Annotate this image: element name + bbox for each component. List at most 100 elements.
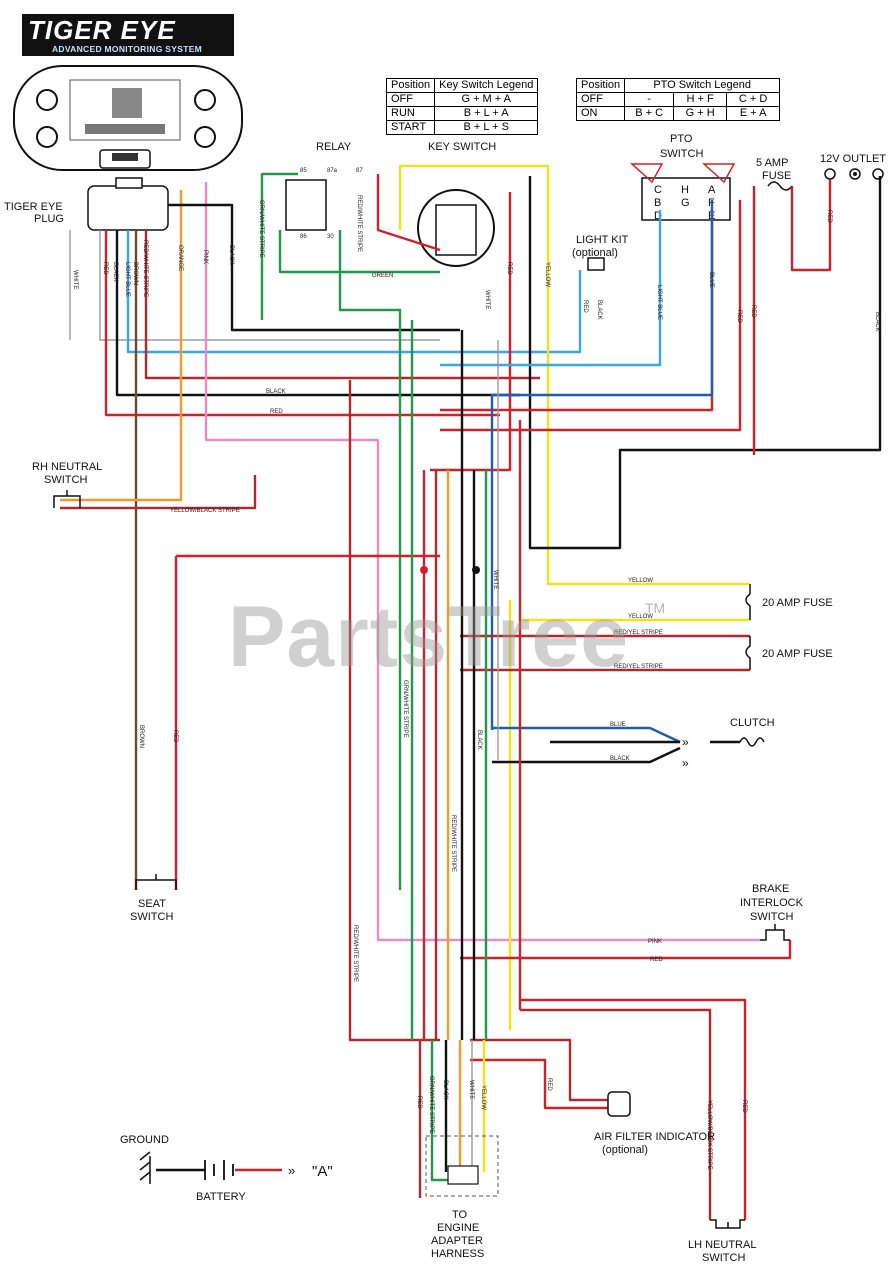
key-legend-cell: START [385, 120, 436, 135]
watermark-tm: TM [645, 600, 666, 616]
pto-pin: D [654, 210, 662, 222]
wire-label: RED/WHITE STRIPE [352, 925, 358, 982]
tiger-eye-plug-label-2: PLUG [34, 213, 64, 225]
tiger-eye-plug-label: TIGER EYE [4, 201, 63, 213]
wire-label: RED [172, 730, 178, 743]
pto-pin: G [681, 197, 690, 209]
key-legend-cell: G + M + A [434, 92, 539, 107]
light-kit-label: LIGHT KIT [576, 234, 629, 246]
key-legend-cell: B + L + S [434, 120, 539, 135]
brake-label-a: BRAKE [752, 883, 789, 895]
air-filter-note: (optional) [602, 1144, 648, 1156]
logo-title: TIGER EYE [28, 15, 176, 45]
relay-pin: 87 [356, 168, 363, 174]
wire-label: RED [736, 310, 742, 323]
air-filter-label: AIR FILTER INDICATOR [594, 1131, 715, 1143]
outlet-label: 12V OUTLET [820, 153, 886, 165]
wire-label: RED [741, 1100, 747, 1113]
gauge-icon [36, 126, 58, 148]
relay-label: RELAY [316, 141, 352, 153]
wire-label: RED [416, 1096, 422, 1109]
wire-label: RED [582, 300, 588, 313]
wire-label: YELLOW/BLACK STRIPE [170, 508, 240, 514]
fuse-icon [745, 636, 751, 670]
switch-icon [760, 924, 790, 941]
key-switch-legend: Position Key Switch Legend OFF G + M + A… [385, 78, 539, 135]
relay-pin: 30 [327, 234, 334, 240]
switch-icon [53, 490, 81, 508]
rh-neutral-label-a: RH NEUTRAL [32, 461, 102, 473]
wire-label: BLACK [266, 389, 286, 395]
logo-subtitle: ADVANCED MONITORING SYSTEM [51, 44, 203, 54]
wire-label: BLACK [596, 300, 602, 320]
engine-harness-label-d: HARNESS [431, 1248, 484, 1260]
wire-label: WHITE [484, 290, 490, 309]
switch-icon [710, 1219, 745, 1229]
wire-label: RED/YEL STRIPE [614, 630, 663, 636]
junction-dot [420, 566, 428, 574]
wire-label: RED [102, 262, 108, 275]
wire-label: YELLOW [628, 614, 653, 620]
brake-label-c: SWITCH [750, 911, 793, 923]
fuse-20-b-label: 20 AMP FUSE [762, 648, 833, 660]
rh-neutral-label-b: SWITCH [44, 474, 87, 486]
ground-label: GROUND [120, 1134, 169, 1146]
wire-label: YELLOW [480, 1085, 486, 1110]
wire-label: BROWN [138, 725, 144, 748]
switch-icon [135, 874, 177, 890]
junction-dot [472, 566, 480, 574]
wire-label: RED [750, 305, 756, 318]
seat-switch-label-a: SEAT [138, 898, 166, 910]
wire-label: BLUE [610, 722, 626, 728]
pto-legend-cell: E + A [726, 106, 781, 121]
wire-label: BLUE [708, 272, 714, 288]
wire-label: BLACK [476, 730, 482, 750]
wire-label: BLACK [610, 756, 630, 762]
outlet-terminal-icon [824, 168, 836, 180]
pto-label-a: PTO [670, 133, 693, 145]
relay-pin: 87a [327, 168, 338, 174]
brake-label-b: INTERLOCK [740, 897, 804, 909]
outlet-terminal-icon [872, 168, 884, 180]
wire-label: LIGHT BLUE [656, 285, 662, 320]
pto-pin: B [654, 197, 661, 209]
pto-pin: H [681, 184, 689, 196]
clutch-label: CLUTCH [730, 717, 775, 729]
lh-neutral-label-b: SWITCH [702, 1252, 745, 1264]
gauge-icon [194, 126, 216, 148]
wire-label: GRN/WHITE STRIPE [258, 200, 264, 258]
wire-label: RED [546, 1078, 552, 1091]
fuse-icon [767, 181, 793, 191]
wire-harness [60, 164, 882, 1220]
key-switch-body [417, 189, 495, 267]
wire-label: LIGHT BLUE [124, 262, 130, 297]
ground-icon [139, 1151, 151, 1184]
pto-switch-body [641, 177, 731, 221]
fuse-5-label-a: 5 AMP [756, 157, 788, 169]
lh-neutral-label-a: LH NEUTRAL [688, 1239, 756, 1251]
wire-label: YELLOW [628, 578, 653, 584]
tiger-eye-plug [87, 177, 169, 231]
battery-label: BATTERY [196, 1191, 246, 1203]
seat-switch-label-b: SWITCH [130, 911, 173, 923]
gauge-icon [36, 89, 58, 111]
wire-label: GREEN [372, 273, 393, 279]
wire-label: BLACK [228, 245, 234, 265]
connector-chevron-icon: » [682, 735, 689, 749]
relay-pin: 86 [300, 234, 307, 240]
wire-label: BROWN [132, 262, 138, 285]
wire-label: BLACK [442, 1080, 448, 1100]
engine-harness-label-a: TO [452, 1209, 468, 1221]
battery-ref-label: "A" [312, 1163, 333, 1180]
clutch-coil-icon [739, 737, 765, 747]
wire-label: RED [826, 210, 832, 223]
pto-legend-cell: C + D [726, 92, 781, 107]
pto-legend-header-title: PTO Switch Legend [624, 78, 781, 93]
wire-label: GRN/WHITE STRIPE [428, 1076, 434, 1134]
wire-label: GRN/WHITE STRIPE [402, 680, 408, 738]
wire-label: PINK [202, 250, 208, 264]
wire-label: BLACK [874, 312, 880, 332]
pto-legend-cell: OFF [575, 92, 626, 107]
wire-label: RED/WHITE STRIPE [450, 815, 456, 872]
